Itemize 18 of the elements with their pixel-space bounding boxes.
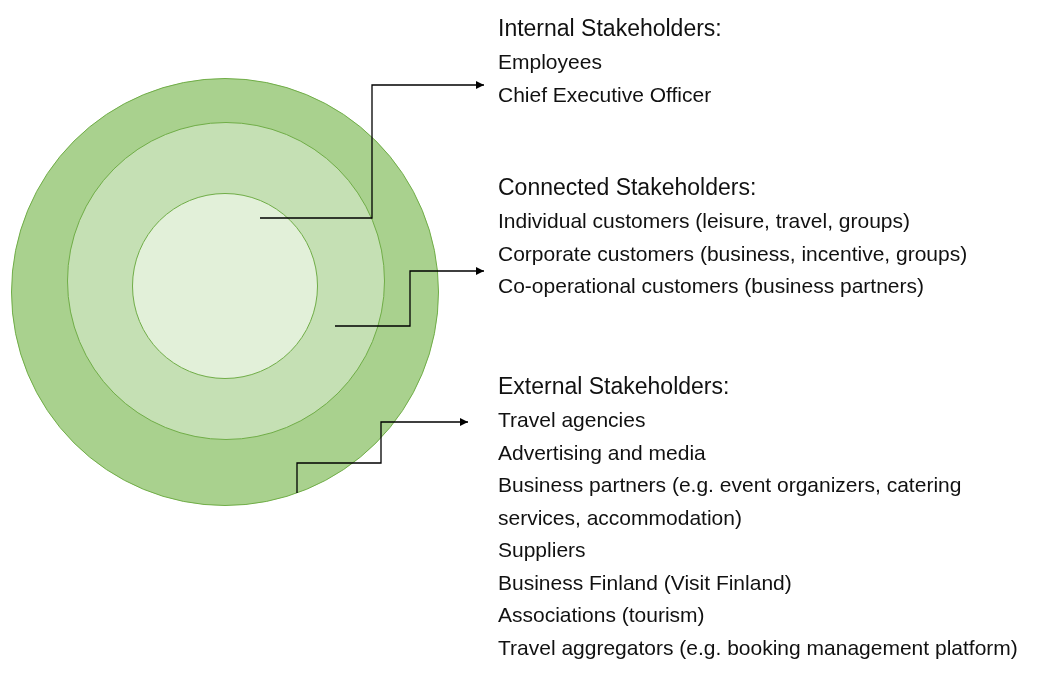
leader-line <box>334 267 485 327</box>
list-item: Suppliers <box>498 537 587 563</box>
list-item: Chief Executive Officer <box>498 81 713 108</box>
section-heading: Connected Stakeholders: <box>498 173 758 202</box>
list-item: Travel aggregators (e.g. booking management platform) <box>498 634 1019 661</box>
list-item: Corporate customers (business, incentive, groups) <box>498 240 969 267</box>
list-item: Associations (tourism) <box>498 602 706 628</box>
list-item: Business partners (e.g. event organizers, catering services, accommodation) <box>498 472 963 531</box>
list-item: Co-operational customers (business partners) <box>498 273 926 299</box>
list-item: Business Finland (Visit Finland) <box>498 569 793 596</box>
leader-line <box>296 418 469 494</box>
section-heading: Internal Stakeholders: <box>498 14 723 43</box>
section-heading: External Stakeholders: <box>498 372 731 401</box>
list-item: Employees <box>498 49 603 75</box>
list-item: Travel agencies <box>498 407 647 433</box>
list-item: Advertising and media <box>498 439 707 466</box>
list-item: Individual customers (leisure, travel, groups) <box>498 208 911 234</box>
leader-line <box>259 81 485 219</box>
